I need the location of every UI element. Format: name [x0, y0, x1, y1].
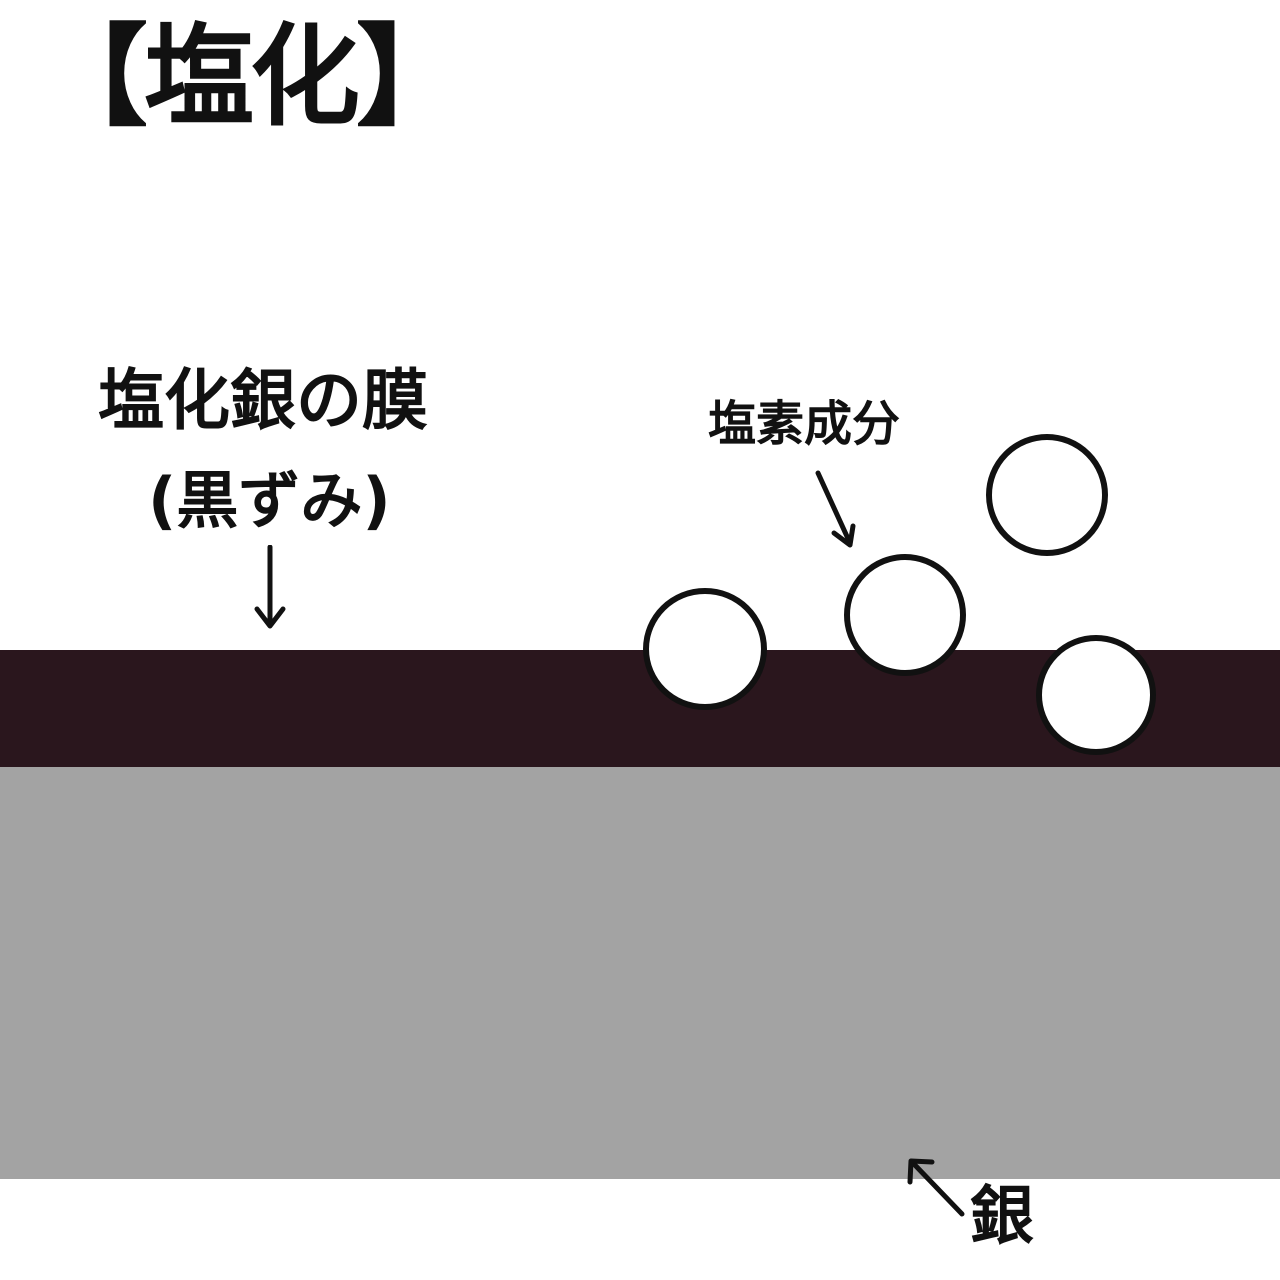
chlorine-label: 塩素成分 [708, 396, 901, 452]
chlorine-particle [844, 554, 966, 676]
tarnish-film-label: 塩化銀の膜 [98, 362, 428, 439]
arrow-up-left-icon [907, 1158, 965, 1217]
silver-base [0, 767, 1280, 1179]
silver-label: 銀 [970, 1180, 1034, 1254]
chlorine-particle [986, 434, 1108, 556]
tarnish-film-sublabel: (黒ずみ) [148, 464, 391, 537]
arrow-down-icon [254, 545, 286, 629]
arrow-down-right-icon [815, 470, 856, 548]
chlorine-particle [643, 588, 767, 710]
page-title: 【塩化】 [38, 13, 466, 141]
chlorine-particle [1036, 635, 1156, 755]
